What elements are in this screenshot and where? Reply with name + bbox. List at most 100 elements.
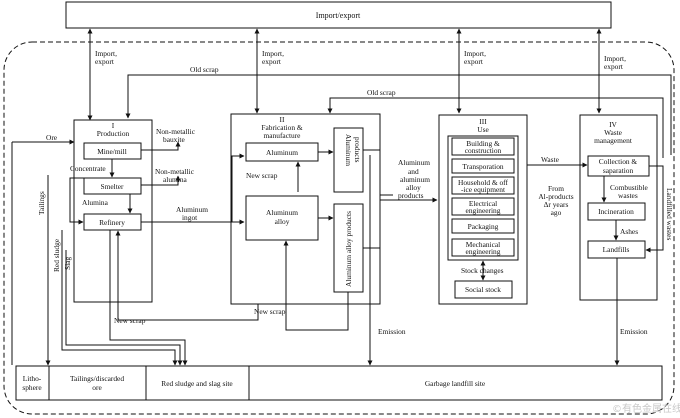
from-products-4: ago: [551, 208, 562, 217]
import-export-box: [65, 1, 612, 29]
bauxite-label-a: Non-metallic: [156, 127, 196, 136]
import-export-arrows: [87, 28, 602, 121]
alloy-products-label: Aluminum alloy products: [344, 211, 353, 287]
use-title: Use: [477, 125, 489, 134]
fabrication-title-b: manufacture: [264, 131, 302, 140]
ore-label: Ore: [46, 133, 58, 142]
use-sector-boxes: [451, 137, 515, 257]
old-scrap-mid-label: Old scrap: [367, 88, 396, 97]
bottom-dividers: [48, 366, 250, 400]
alumina-label: Alumina: [82, 198, 109, 207]
use-sectors-box: [447, 135, 519, 261]
slag-label: Slag: [63, 257, 72, 270]
stage-waste-box: [579, 114, 658, 301]
al-products-label-a: Aluminum: [344, 134, 353, 166]
import-export-label-4a: Import,: [604, 54, 626, 63]
landfills-label: Landfills: [603, 245, 630, 254]
sector-mechanical: [451, 238, 515, 257]
production-title: Production: [97, 129, 130, 138]
from-products-2: Al-products: [538, 192, 573, 201]
waste-title-b: management: [594, 136, 633, 145]
stock-changes-label: Stock changes: [461, 266, 504, 275]
fabrication-number: II: [280, 115, 285, 124]
sector-building-a: Building &: [466, 139, 500, 148]
from-products-1: From: [548, 184, 564, 193]
garbage-site: Garbage landfill site: [425, 379, 486, 388]
mine-mill-label: Mine/mill: [97, 147, 127, 156]
refinery-label: Refinery: [99, 218, 125, 227]
sector-mechanical-b: engineering: [466, 247, 501, 256]
fabrication-arrows: [115, 149, 438, 366]
stage-use-box: [438, 114, 528, 305]
smelter-label: Smelter: [101, 182, 125, 191]
aluminum-products-box: [333, 127, 364, 193]
tailings-site-b: ore: [92, 383, 102, 392]
import-export-label-1b: export: [95, 57, 115, 66]
collection-label-b: saparation: [603, 166, 634, 175]
sector-household: [451, 176, 515, 195]
sector-electrical-b: engineering: [466, 206, 501, 215]
emission-use-label: Emission: [378, 327, 406, 336]
import-export-label-3b: export: [464, 57, 484, 66]
sector-mechanical-a: Mechanical: [466, 240, 500, 249]
new-scrap-fab-label: New scrap: [246, 171, 278, 180]
stage-production-box: [73, 119, 153, 303]
watermark-text: ©有色金属在线: [612, 402, 680, 415]
sector-household-a: Household & off: [458, 178, 508, 187]
collection-label-a: Collection &: [599, 157, 638, 166]
new-scrap-left-label: New scrap: [114, 316, 146, 325]
new-scrap-bottom-label: New scrap: [254, 307, 286, 316]
waste-management-arrows: [601, 165, 664, 366]
social-stock-box: [454, 280, 513, 299]
bottom-sites-box: [15, 365, 663, 401]
combustible-label-b: wastes: [618, 191, 638, 200]
sector-packaging: [451, 218, 515, 234]
bauxite-label-b: bauxite: [163, 135, 185, 144]
import-export-label-4b: export: [604, 62, 624, 71]
landfilled-label: Landfilled wastes: [665, 188, 674, 240]
old-scrap-loops: [125, 74, 672, 158]
sector-electrical-a: Electrical: [469, 199, 497, 208]
from-products-3: Δr years: [544, 200, 569, 209]
import-export-label-3a: Import,: [464, 49, 486, 58]
sector-transport: [451, 158, 515, 174]
combustible-label-a: Combustible: [610, 183, 648, 192]
alumina-nm-label-a: Non-metallic: [155, 167, 195, 176]
waste-number: IV: [609, 120, 617, 129]
use-number: III: [479, 117, 487, 126]
sector-building-b: construction: [465, 146, 502, 155]
products-label-4: alloy: [406, 183, 421, 192]
tailings-site-a: Tailings/discarded: [70, 374, 124, 383]
old-scrap-top-label: Old scrap: [190, 65, 219, 74]
sector-household-b: -ice equipment: [461, 185, 506, 194]
products-label-1: Aluminum: [398, 158, 430, 167]
emission-waste-label: Emission: [620, 327, 648, 336]
alloy-label-b: alloy: [275, 217, 290, 226]
ashes-label: Ashes: [620, 227, 638, 236]
production-waste-streams: [45, 175, 188, 366]
import-export-title: Import/export: [316, 11, 361, 20]
products-label-2: and: [408, 167, 419, 176]
products-label-3: aluminum: [400, 175, 430, 184]
production-number: I: [112, 121, 115, 130]
import-export-label-2b: export: [262, 57, 282, 66]
smelter-box: [83, 177, 142, 195]
import-export-label-2a: Import,: [262, 49, 284, 58]
aluminum-label: Aluminum: [266, 148, 298, 157]
sector-packaging-a: Packaging: [468, 222, 499, 231]
social-stock-label: Social stock: [465, 285, 501, 294]
alloy-label-a: Aluminum: [266, 208, 298, 217]
waste-title-a: Waste: [604, 128, 623, 137]
tailings-label: Tailings: [37, 191, 46, 215]
sector-electrical: [451, 197, 515, 216]
incineration-label: Incineration: [598, 207, 634, 216]
system-boundary: [3, 41, 675, 415]
red-sludge-label: Red sludge: [52, 238, 61, 272]
al-products-label-b: products: [353, 137, 362, 163]
lithosphere-a: Litho-: [23, 374, 42, 383]
import-export-label-1a: Import,: [95, 49, 117, 58]
ingot-label-a: Aluminum: [176, 205, 208, 214]
sector-transport-a: Transporation: [462, 162, 504, 171]
